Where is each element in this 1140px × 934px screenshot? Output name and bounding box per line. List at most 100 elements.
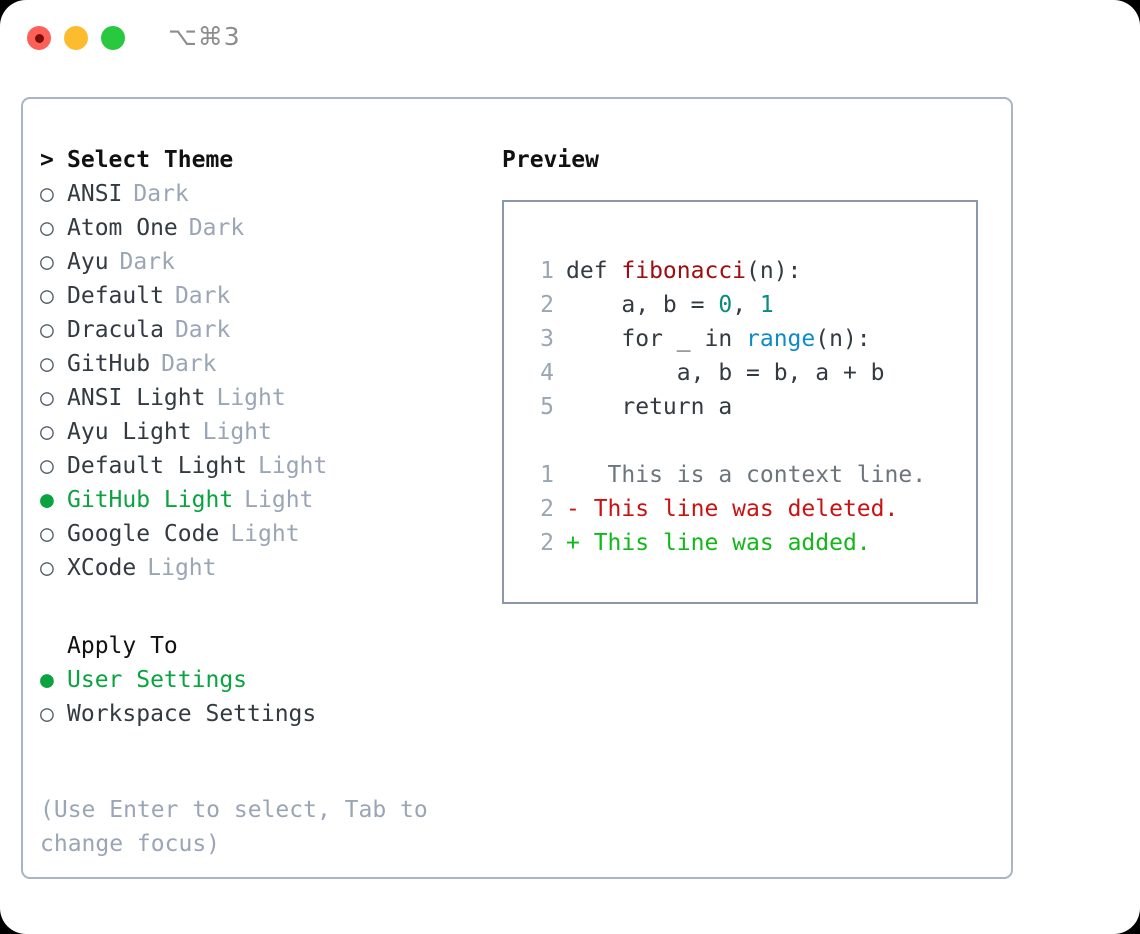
code-line: 3 for _ in range(n): <box>523 322 885 356</box>
code-token: a, b = b, a + b <box>566 360 885 386</box>
diff-line: 2 + This line was added. <box>523 526 926 560</box>
theme-item-label: Default Light <box>67 453 248 479</box>
apply-to-item-label: User Settings <box>67 667 248 693</box>
code-line: 4 a, b = b, a + b <box>523 356 885 390</box>
line-number: 2 <box>540 292 554 318</box>
code-token: , <box>732 292 760 318</box>
line-number: 3 <box>540 326 554 352</box>
code-token: 1 <box>759 292 774 318</box>
radio-unselected-icon: ○ <box>40 215 54 241</box>
theme-item-tag: Light <box>202 419 272 445</box>
radio-unselected-icon: ○ <box>40 555 54 581</box>
theme-item[interactable]: ○ Atom One Dark <box>40 215 490 249</box>
code-token: a, b = <box>566 292 719 318</box>
title-bar: ⌥⌘3 <box>0 0 1140 76</box>
line-number: 1 <box>540 462 554 488</box>
line-number: 5 <box>540 394 554 420</box>
theme-item-label: Dracula <box>67 317 164 343</box>
theme-item-label: XCode <box>67 555 137 581</box>
radio-selected-icon: ● <box>40 487 54 513</box>
theme-item-tag: Light <box>230 521 300 547</box>
radio-unselected-icon: ○ <box>40 317 54 343</box>
code-token: 0 <box>718 292 733 318</box>
radio-unselected-icon: ○ <box>40 249 54 275</box>
theme-item-tag: Light <box>147 555 217 581</box>
radio-unselected-icon: ○ <box>40 521 54 547</box>
preview-title: Preview <box>502 147 599 173</box>
theme-item[interactable]: ○ ANSI Light Light <box>40 385 490 419</box>
theme-item-label: ANSI Light <box>67 385 206 411</box>
diff-text: This line was added. <box>579 530 871 556</box>
radio-unselected-icon: ○ <box>40 701 54 727</box>
code-token: for _ in <box>566 326 747 352</box>
diff-marker: + <box>566 530 580 556</box>
diff-text: This is a context line. <box>579 462 927 488</box>
theme-item[interactable]: ○ Ayu Light Light <box>40 419 490 453</box>
theme-item-label: Ayu Light <box>67 419 192 445</box>
theme-item[interactable]: ○ XCode Light <box>40 555 490 589</box>
theme-item-label: Google Code <box>67 521 220 547</box>
minimize-button[interactable] <box>64 26 88 50</box>
code-token: return a <box>566 394 733 420</box>
radio-unselected-icon: ○ <box>40 385 54 411</box>
theme-item-tag: Light <box>216 385 286 411</box>
theme-item-label: Ayu <box>67 249 109 275</box>
diff-text: This line was deleted. <box>579 496 899 522</box>
line-number: 4 <box>540 360 554 386</box>
close-button[interactable] <box>27 26 51 50</box>
keyboard-hint: (Use Enter to select, Tab to change focu… <box>40 797 428 857</box>
theme-item[interactable]: ○ Default Light Light <box>40 453 490 487</box>
apply-to-label: Apply To <box>67 633 178 659</box>
close-dot-icon <box>34 33 44 43</box>
diff-marker <box>566 458 580 492</box>
apply-to-section: Apply To ●User Settings○Workspace Settin… <box>40 633 490 735</box>
theme-item[interactable]: ○ Ayu Dark <box>40 249 490 283</box>
theme-item[interactable]: ○ ANSI Dark <box>40 181 490 215</box>
diff-sample: 1 This is a context line. 2- This line wa… <box>523 458 926 560</box>
apply-to-item[interactable]: ○Workspace Settings <box>40 701 490 735</box>
theme-item-tag: Dark <box>174 317 231 343</box>
diff-line: 2- This line was deleted. <box>523 492 926 526</box>
code-token: fibonacci <box>621 258 747 284</box>
theme-item-tag: Dark <box>161 351 217 377</box>
caret-icon: > <box>40 147 54 173</box>
line-number: 2 <box>540 496 554 522</box>
theme-item-label: Default <box>67 283 164 309</box>
theme-item-tag: Dark <box>133 181 189 207</box>
theme-item[interactable]: ○ Google Code Light <box>40 521 490 555</box>
theme-item[interactable]: ○ Dracula Dark <box>40 317 490 351</box>
window-title: ⌥⌘3 <box>168 22 241 51</box>
apply-to-heading: Apply To <box>40 633 490 667</box>
theme-item-label: GitHub <box>67 351 151 377</box>
theme-item-tag: Dark <box>174 283 231 309</box>
theme-item-tag: Light <box>258 453 328 479</box>
theme-item-label: Atom One <box>67 215 178 241</box>
code-token: range <box>746 326 816 352</box>
theme-item-tag: Dark <box>119 249 175 275</box>
traffic-lights <box>27 26 125 50</box>
diff-marker: - <box>566 496 580 522</box>
theme-item-tag: Dark <box>188 215 245 241</box>
radio-unselected-icon: ○ <box>40 419 54 445</box>
theme-item-label: ANSI <box>67 181 123 207</box>
radio-unselected-icon: ○ <box>40 181 54 207</box>
code-token: (n): <box>746 258 802 284</box>
line-number: 2 <box>540 530 554 556</box>
apply-to-item[interactable]: ●User Settings <box>40 667 490 701</box>
code-line: 2 a, b = 0, 1 <box>523 288 885 322</box>
radio-unselected-icon: ○ <box>40 453 54 479</box>
maximize-button[interactable] <box>101 26 125 50</box>
theme-item-label: GitHub Light <box>67 487 234 513</box>
line-number: 1 <box>540 258 554 284</box>
